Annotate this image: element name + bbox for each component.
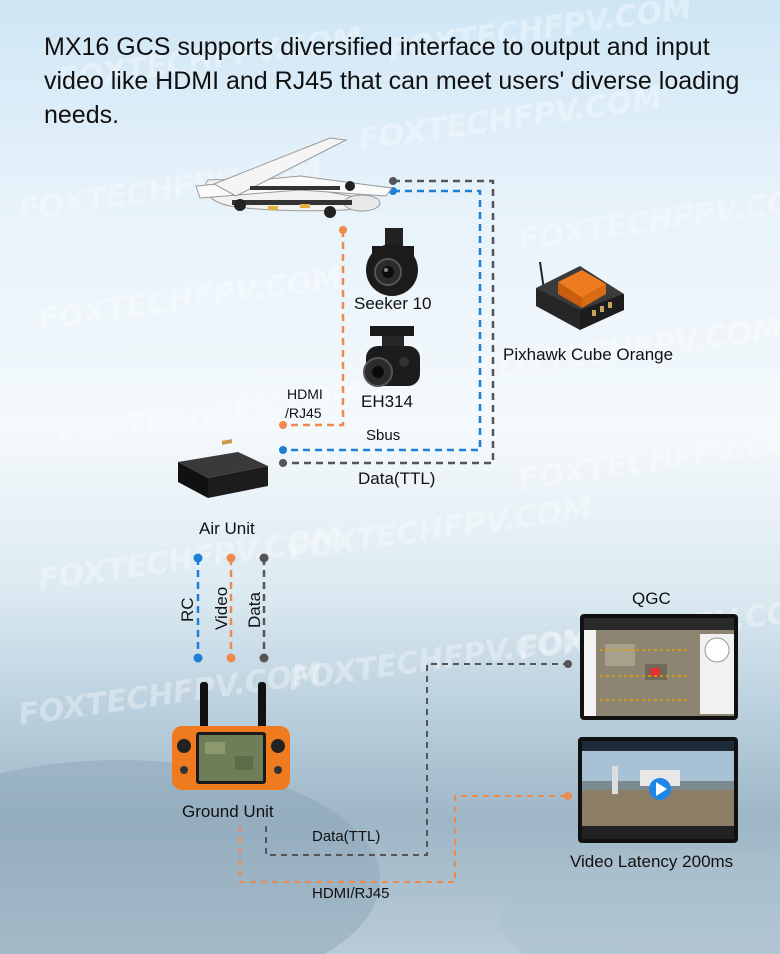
data-ttl-line-top xyxy=(283,179,495,465)
hdmi-label-line1: HDMI xyxy=(287,386,323,402)
seeker-label: Seeker 10 xyxy=(354,294,432,313)
hdmi-line-bottom xyxy=(239,795,568,883)
qgc-label: QGC xyxy=(632,589,671,608)
ground-unit-label: Ground Unit xyxy=(182,802,274,821)
sbus-line xyxy=(283,189,482,452)
rc-label: RC xyxy=(178,597,197,622)
video-label: Video xyxy=(212,586,231,630)
data-ttl-label-top: Data(TTL) xyxy=(358,469,436,488)
hdmi-rj45-label-bottom: HDMI/RJ45 xyxy=(312,885,390,902)
sbus-label: Sbus xyxy=(366,427,401,444)
hdmi-line-top xyxy=(283,230,345,427)
hdmi-label-line2: /RJ45 xyxy=(285,405,322,421)
pixhawk-label: Pixhawk Cube Orange xyxy=(503,345,674,364)
air-unit-label: Air Unit xyxy=(199,519,255,538)
video-latency-label: Video Latency 200ms xyxy=(570,852,734,871)
data-ttl-line-bottom xyxy=(265,663,568,856)
data-ttl-label-bottom: Data(TTL) xyxy=(312,828,381,845)
headline: MX16 GCS supports diversified interface … xyxy=(44,33,740,129)
data-label: Data xyxy=(245,592,264,628)
eh314-label: EH314 xyxy=(361,392,413,411)
